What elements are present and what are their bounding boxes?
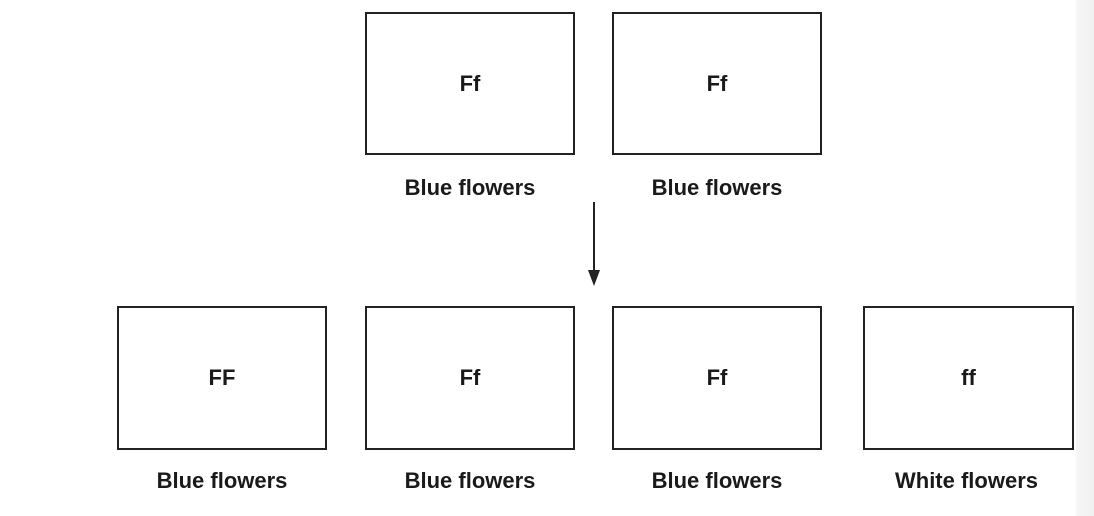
offspring-genotype-3: Ff (706, 365, 728, 390)
parent-phenotype-1: Blue flowers (404, 175, 536, 200)
offspring-box-3: Ff (612, 306, 822, 450)
parent-box-1: Ff (365, 12, 575, 155)
offspring-phenotype-2: Blue flowers (404, 468, 536, 493)
offspring-box-4: ff (863, 306, 1074, 450)
parent-box-2: Ff (612, 12, 822, 155)
parent-phenotype-2: Blue flowers (651, 175, 783, 200)
offspring-phenotype-3: Blue flowers (651, 468, 783, 493)
parent-genotype-2: Ff (706, 70, 728, 96)
offspring-genotype-2: Ff (459, 365, 481, 390)
offspring-phenotype-4: White flowers (894, 468, 1038, 493)
parent-genotype-1: Ff (459, 70, 481, 96)
offspring-genotype-1: FF (208, 365, 236, 390)
down-arrow (588, 202, 600, 286)
offspring-phenotype-1: Blue flowers (156, 468, 288, 493)
offspring-genotype-4: ff (961, 365, 976, 390)
page-edge (1076, 0, 1094, 516)
offspring-box-1: FF (117, 306, 327, 450)
offspring-box-2: Ff (365, 306, 575, 450)
